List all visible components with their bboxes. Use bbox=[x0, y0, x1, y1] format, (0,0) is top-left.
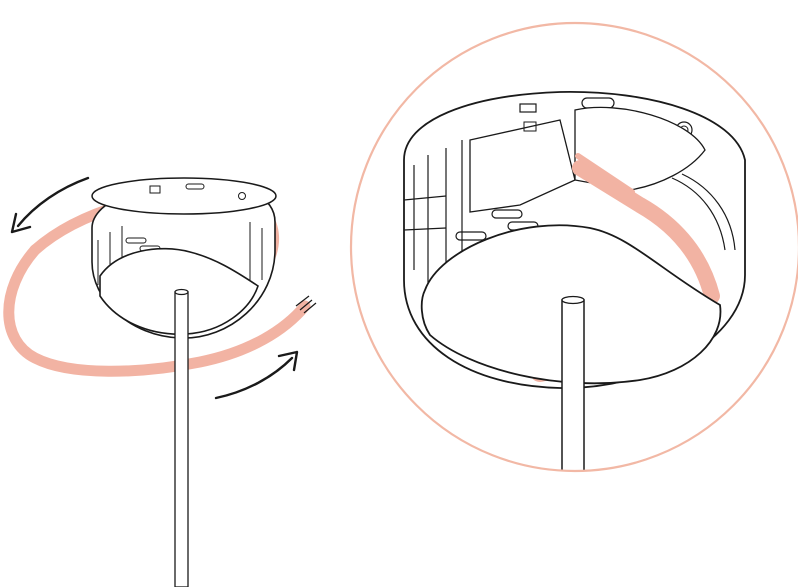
detail-inner-compartment bbox=[469, 119, 576, 213]
detail-cable-sheath bbox=[572, 160, 720, 304]
cable-end-conductors bbox=[295, 295, 317, 314]
support-rod-left bbox=[174, 288, 189, 587]
support-rod-detail bbox=[561, 295, 585, 471]
junction-box-rim bbox=[91, 177, 277, 215]
detail-cable-stripped bbox=[575, 153, 635, 195]
overview-illustration bbox=[3, 176, 317, 587]
curved-arrow-right-icon bbox=[214, 350, 299, 400]
detail-zoom bbox=[349, 21, 798, 473]
curved-arrow-left-icon bbox=[10, 176, 90, 234]
detail-cable-entry bbox=[574, 106, 706, 191]
cable-loop-front bbox=[3, 244, 311, 377]
zoom-circle bbox=[349, 21, 798, 473]
